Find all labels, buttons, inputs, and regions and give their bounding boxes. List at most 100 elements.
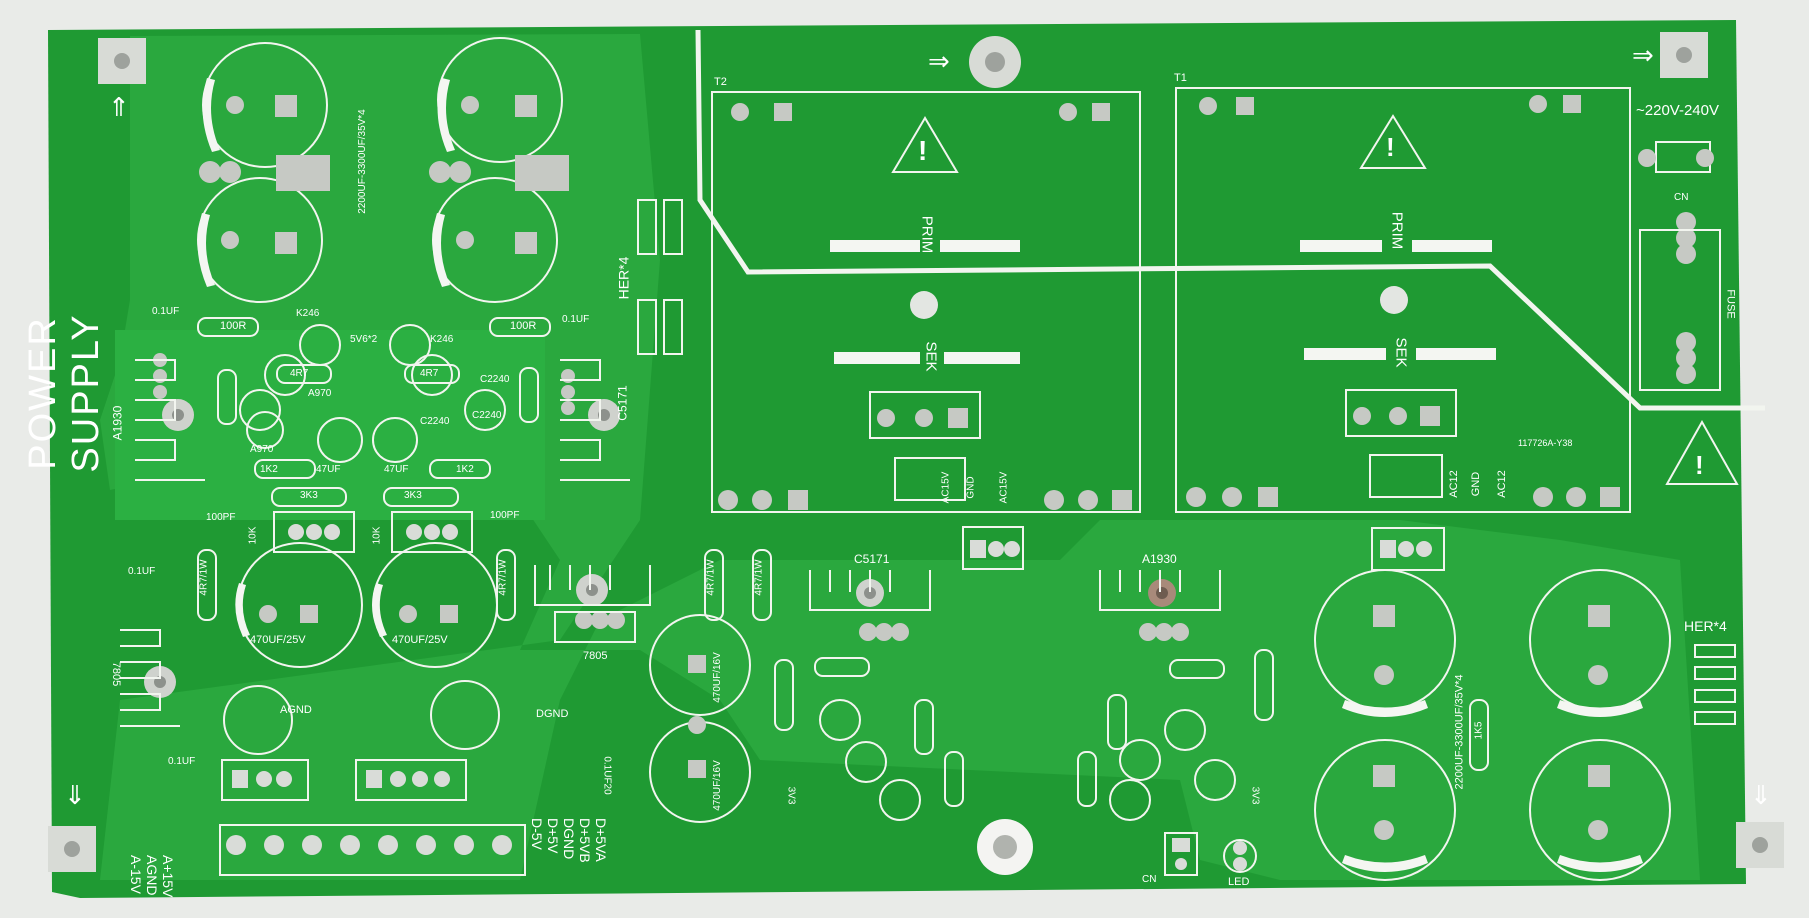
label-4r71w-b: 4R7/1W bbox=[497, 559, 509, 596]
terminal-pads bbox=[226, 835, 512, 855]
label-hers-top: HER*4 bbox=[615, 256, 632, 300]
label-1k2-a: 1K2 bbox=[260, 464, 278, 475]
terminal-label-agnd: AGND bbox=[144, 855, 160, 896]
warning-icon bbox=[1665, 419, 1739, 485]
warning-icon bbox=[891, 116, 959, 173]
terminal-label-a-plus15v: A+15V bbox=[160, 855, 176, 898]
terminal-label-d-plus5v: D+5V bbox=[545, 818, 561, 854]
warning-icon bbox=[1359, 114, 1427, 169]
label-470-b: 470UF/25V bbox=[392, 634, 448, 646]
label-uf20: 0.1UF20 bbox=[601, 756, 613, 795]
mount-round bbox=[977, 819, 1033, 875]
title-power-supply: POWER SUPPLY bbox=[22, 313, 107, 473]
label-agnd-pad: AGND bbox=[280, 704, 312, 716]
label-1k2-b: 1K2 bbox=[456, 464, 474, 475]
label-100r-right: 100R bbox=[510, 320, 537, 332]
label-cn-led: CN bbox=[1142, 874, 1157, 885]
mounting-hole bbox=[910, 291, 938, 319]
label-c5171-right: C5171 bbox=[615, 385, 630, 421]
transformer-t1-outline bbox=[1175, 87, 1631, 513]
label-gnd-a: GND bbox=[965, 476, 977, 499]
corner-mount bbox=[1660, 32, 1708, 78]
arrow-down-left: ⇓ bbox=[64, 780, 86, 810]
warning-mark: ! bbox=[918, 135, 927, 166]
label-3k3-b: 3K3 bbox=[404, 490, 422, 501]
label-47uf-a: 47UF bbox=[316, 464, 341, 475]
sek-bar bbox=[944, 352, 1020, 364]
label-t2: T2 bbox=[714, 76, 727, 88]
label-c2240-c: C2240 bbox=[420, 416, 450, 427]
label-c2240-a: C2240 bbox=[480, 374, 510, 385]
label-fuse: FUSE bbox=[1724, 289, 1737, 319]
sek-bar bbox=[1416, 348, 1496, 360]
small-parts bbox=[239, 324, 1257, 873]
label-t1: T1 bbox=[1174, 72, 1187, 84]
sek-bar bbox=[1304, 348, 1386, 360]
label-ac15v-b: AC15V bbox=[998, 471, 1010, 504]
label-code: 117726A-Y38 bbox=[1518, 438, 1573, 448]
label-big-caps-top: 2200UF-3300UF/35V*4 bbox=[356, 109, 368, 214]
label-a1930: A1930 bbox=[1142, 552, 1177, 566]
label-gnd-b: GND bbox=[1470, 471, 1483, 497]
label-sek-t2: SEK bbox=[922, 341, 940, 372]
warning-mark: ! bbox=[1386, 132, 1395, 162]
label-01uf-low: 0.1UF bbox=[168, 756, 196, 767]
terminal-label-d-minus5v: D-5V bbox=[529, 818, 545, 850]
label-c2240-b: C2240 bbox=[472, 410, 502, 421]
label-1k5: 1K5 bbox=[1473, 721, 1485, 740]
label-k246-right: K246 bbox=[430, 334, 454, 345]
label-4r71w-c: 4R7/1W bbox=[705, 559, 717, 596]
label-470-16-b: 470UF/16V bbox=[711, 760, 723, 811]
label-01uf-mid: 0.1UF bbox=[128, 566, 156, 577]
label-a970-b: A970 bbox=[250, 444, 274, 455]
pads bbox=[153, 95, 1714, 840]
label-4r7-a: 4R7 bbox=[290, 368, 309, 379]
label-4r71w-d: 4R7/1W bbox=[753, 559, 765, 596]
arrow-in-top: ⇒ bbox=[928, 46, 950, 76]
label-3v3-a: 3V3 bbox=[785, 786, 797, 805]
heatsink-mounts bbox=[144, 399, 1176, 698]
sek-bar bbox=[834, 352, 920, 364]
corner-mount bbox=[48, 826, 96, 872]
connector-pads bbox=[232, 524, 1432, 871]
terminal-outline bbox=[219, 824, 526, 876]
terminal-label-dgnd: DGND bbox=[561, 818, 577, 860]
terminal-label-d-plus5va: D+5VA bbox=[593, 818, 609, 862]
arrow-down-right: ⇓ bbox=[1750, 780, 1772, 810]
label-470-16-a: 470UF/16V bbox=[711, 652, 723, 703]
label-a970-a: A970 bbox=[308, 388, 332, 399]
label-3k3-a: 3K3 bbox=[300, 490, 318, 501]
label-dgnd-pad: DGND bbox=[536, 708, 569, 720]
label-prim-t1: PRIM bbox=[1388, 211, 1406, 250]
heatsinks bbox=[120, 359, 1221, 727]
label-zener: 5V6*2 bbox=[350, 334, 378, 345]
label-ac15v-a: AC15V bbox=[940, 471, 952, 504]
label-100pf-a: 100PF bbox=[206, 512, 236, 523]
label-100r-left: 100R bbox=[220, 320, 247, 332]
label-10k-b: 10K bbox=[371, 526, 383, 545]
label-mains: ~220V-240V bbox=[1636, 102, 1719, 119]
mounting-hole bbox=[1380, 286, 1408, 314]
prim-bar bbox=[940, 240, 1020, 252]
arrow-up-left: ⇑ bbox=[108, 92, 130, 122]
terminal-label-a-minus15v: A-15V bbox=[128, 855, 144, 894]
label-prim-t2: PRIM bbox=[918, 215, 936, 254]
label-c5171: C5171 bbox=[854, 552, 890, 566]
label-3v3-b: 3V3 bbox=[1249, 786, 1261, 805]
label-47uf-b: 47UF bbox=[384, 464, 409, 475]
label-01uf-left: 0.1UF bbox=[152, 306, 180, 317]
terminal-label-d-plus5vb: D+5VB bbox=[577, 818, 593, 863]
label-sek-t1: SEK bbox=[1392, 337, 1410, 368]
mount-round bbox=[969, 36, 1021, 88]
label-big-caps-bottom: 2200UF-3300UF/35V*4 bbox=[1453, 674, 1466, 790]
label-470-a: 470UF/25V bbox=[250, 634, 306, 646]
prim-bar bbox=[830, 240, 920, 252]
warning-mark: ! bbox=[1695, 450, 1704, 480]
label-hers-right: HER*4 bbox=[1684, 618, 1727, 634]
label-4r7-b: 4R7 bbox=[420, 368, 439, 379]
arrow-in-right: ⇒ bbox=[1632, 40, 1654, 70]
capacitor-bands bbox=[197, 78, 1643, 872]
prim-bar bbox=[1300, 240, 1382, 252]
